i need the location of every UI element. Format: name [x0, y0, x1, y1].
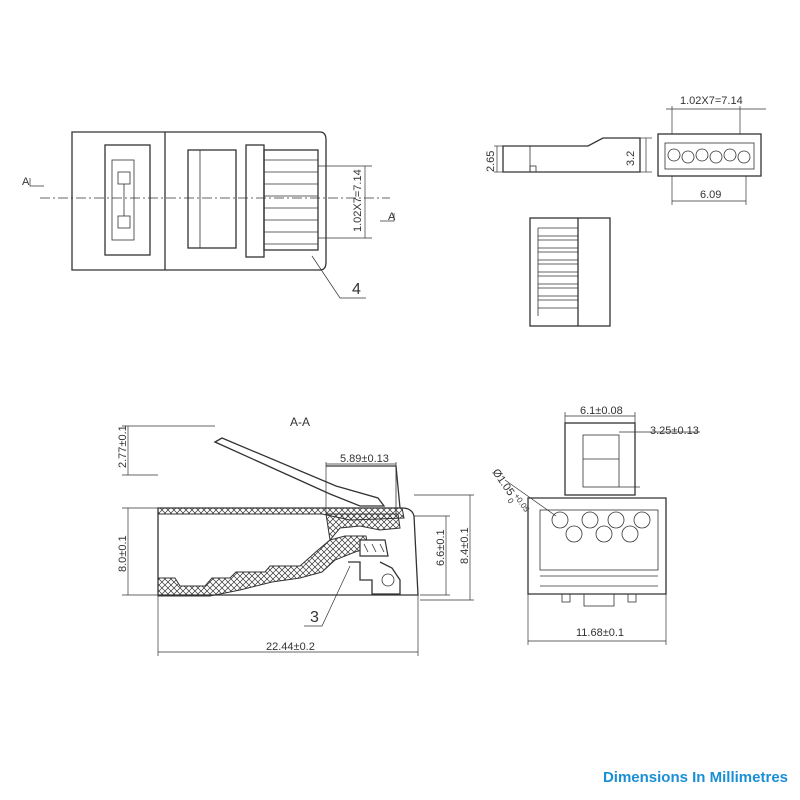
end-width-dim: 11.68±0.1 — [576, 627, 624, 639]
slot-dim: 3.25±0.13 — [650, 425, 699, 437]
side-view: 2.65 3.2 — [485, 137, 652, 173]
side-height-dim-right: 3.2 — [625, 151, 637, 166]
rear-view — [529, 217, 611, 327]
callout-3: 3 — [310, 609, 319, 626]
side-height-dim: 2.65 — [485, 151, 497, 172]
latch-height-dim: 2.77±0.1 — [117, 425, 129, 468]
inner-height-dim: 6.6±0.1 — [435, 529, 447, 566]
section-marker-left: A — [22, 176, 30, 188]
hole-dim: Ø1.05 +0.05 0 — [490, 467, 532, 514]
end-view: 6.1±0.08 3.25±0.13 Ø1.05 +0.05 0 11.68±0… — [490, 405, 700, 645]
front-pitch-dim: 1.02X7=7.14 — [680, 95, 743, 107]
top-view: 1.02X7=7.14 A A 4 — [22, 131, 396, 299]
latch-width-dim: 6.1±0.08 — [580, 405, 623, 417]
body-height-dim: 8.0±0.1 — [117, 535, 129, 572]
hole-dim-tol-lower: 0 — [505, 496, 515, 505]
length-dim: 22.44±0.2 — [266, 641, 315, 653]
front-width-dim: 6.09 — [700, 189, 721, 201]
units-caption: Dimensions In Millimetres — [602, 769, 788, 786]
top-view-pitch-dim: 1.02X7=7.14 — [352, 169, 364, 232]
section-marker-right: A — [388, 211, 396, 223]
contact-dim: 5.89±0.13 — [340, 453, 389, 465]
section-aa-view: A-A — [117, 415, 474, 656]
section-aa-title: A-A — [290, 415, 310, 429]
hole-dim-base: Ø1.05 — [490, 467, 517, 498]
front-view: 1.02X7=7.14 6.09 — [657, 95, 766, 205]
outer-height-dim: 8.4±0.1 — [459, 527, 471, 564]
callout-4: 4 — [352, 281, 361, 298]
